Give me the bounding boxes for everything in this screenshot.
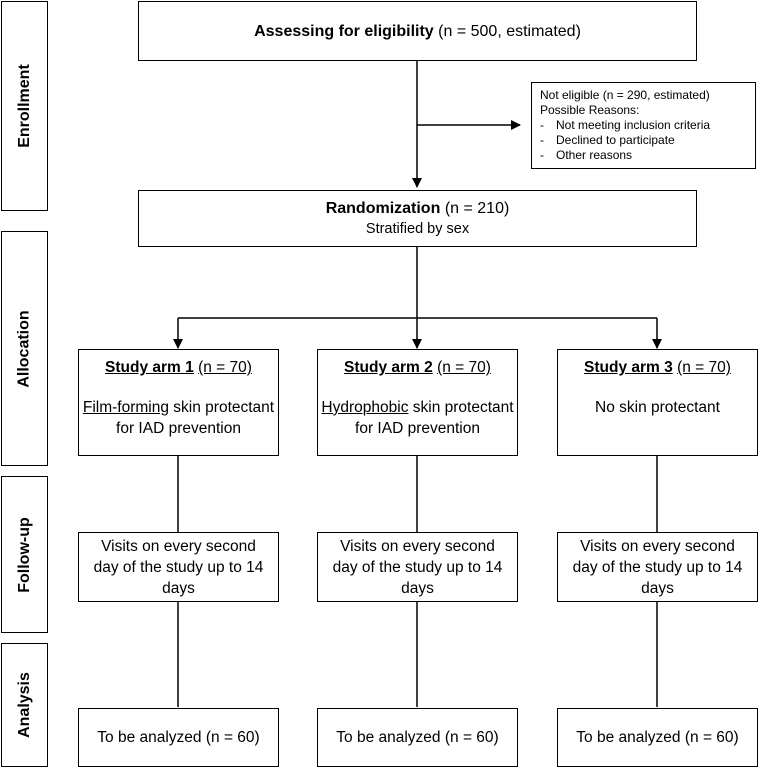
not-eligible-count: Not eligible (n = 290, estimated) (540, 88, 710, 102)
followup-arm-2-box: Visits on every second day of the study … (317, 532, 518, 602)
randomization-detail: (n = 210) (444, 199, 510, 217)
study-arm-2-box: Study arm 2 (n = 70) Hydrophobic skin pr… (317, 349, 518, 456)
analysis-arm-3-box: To be analyzed (n = 60) (557, 708, 758, 767)
stage-enrollment-label: Enrollment (15, 64, 33, 148)
randomization-stratification: Stratified by sex (365, 220, 470, 237)
analysis-arm-2-box: To be analyzed (n = 60) (317, 708, 518, 767)
stage-analysis: Analysis (1, 643, 48, 767)
assessing-eligibility-box: Assessing for eligibility (n = 500, esti… (138, 1, 697, 61)
study-arm-3-intervention: No skin protectant (595, 399, 720, 416)
stage-allocation-label: Allocation (15, 309, 33, 388)
study-arm-2-purpose: for IAD prevention (355, 420, 480, 437)
study-arm-1-box: Study arm 1 (n = 70) Film-forming skin p… (78, 349, 279, 456)
not-eligible-reasons-heading: Possible Reasons: (540, 103, 640, 117)
stage-analysis-label: Analysis (15, 672, 33, 738)
study-arm-1-title: Study arm 1 (105, 359, 194, 376)
list-item: -Not meeting inclusion criteria (540, 118, 711, 132)
stage-allocation: Allocation (1, 231, 48, 466)
followup-arm-1-box: Visits on every second day of the study … (78, 532, 279, 602)
randomization-title: Randomization (325, 199, 441, 217)
analysis-arm-1-box: To be analyzed (n = 60) (78, 708, 279, 767)
study-arm-2-n: (n = 70) (437, 359, 491, 376)
study-arm-1-n: (n = 70) (198, 359, 252, 376)
study-arm-3-title: Study arm 3 (584, 359, 673, 376)
study-arm-2-intervention: Hydrophobic (321, 399, 409, 416)
assessing-detail: (n = 500, estimated) (438, 22, 581, 40)
study-arm-3-n: (n = 70) (677, 359, 731, 376)
stage-enrollment: Enrollment (1, 1, 48, 211)
stage-followup-label: Follow-up (15, 516, 33, 593)
study-arm-3-box: Study arm 3 (n = 70) No skin protectant (557, 349, 758, 456)
stage-followup: Follow-up (1, 476, 48, 633)
randomization-box: Randomization (n = 210) Stratified by se… (138, 190, 697, 247)
not-eligible-box: Not eligible (n = 290, estimated) Possib… (531, 82, 756, 169)
study-arm-2-title: Study arm 2 (344, 359, 433, 376)
list-item: -Other reasons (540, 148, 633, 162)
study-arm-1-purpose: for IAD prevention (116, 420, 241, 437)
study-arm-1-intervention: Film-forming (82, 399, 169, 416)
list-item: -Declined to participate (540, 133, 675, 147)
assessing-title: Assessing for eligibility (254, 22, 434, 40)
followup-arm-3-box: Visits on every second day of the study … (557, 532, 758, 602)
